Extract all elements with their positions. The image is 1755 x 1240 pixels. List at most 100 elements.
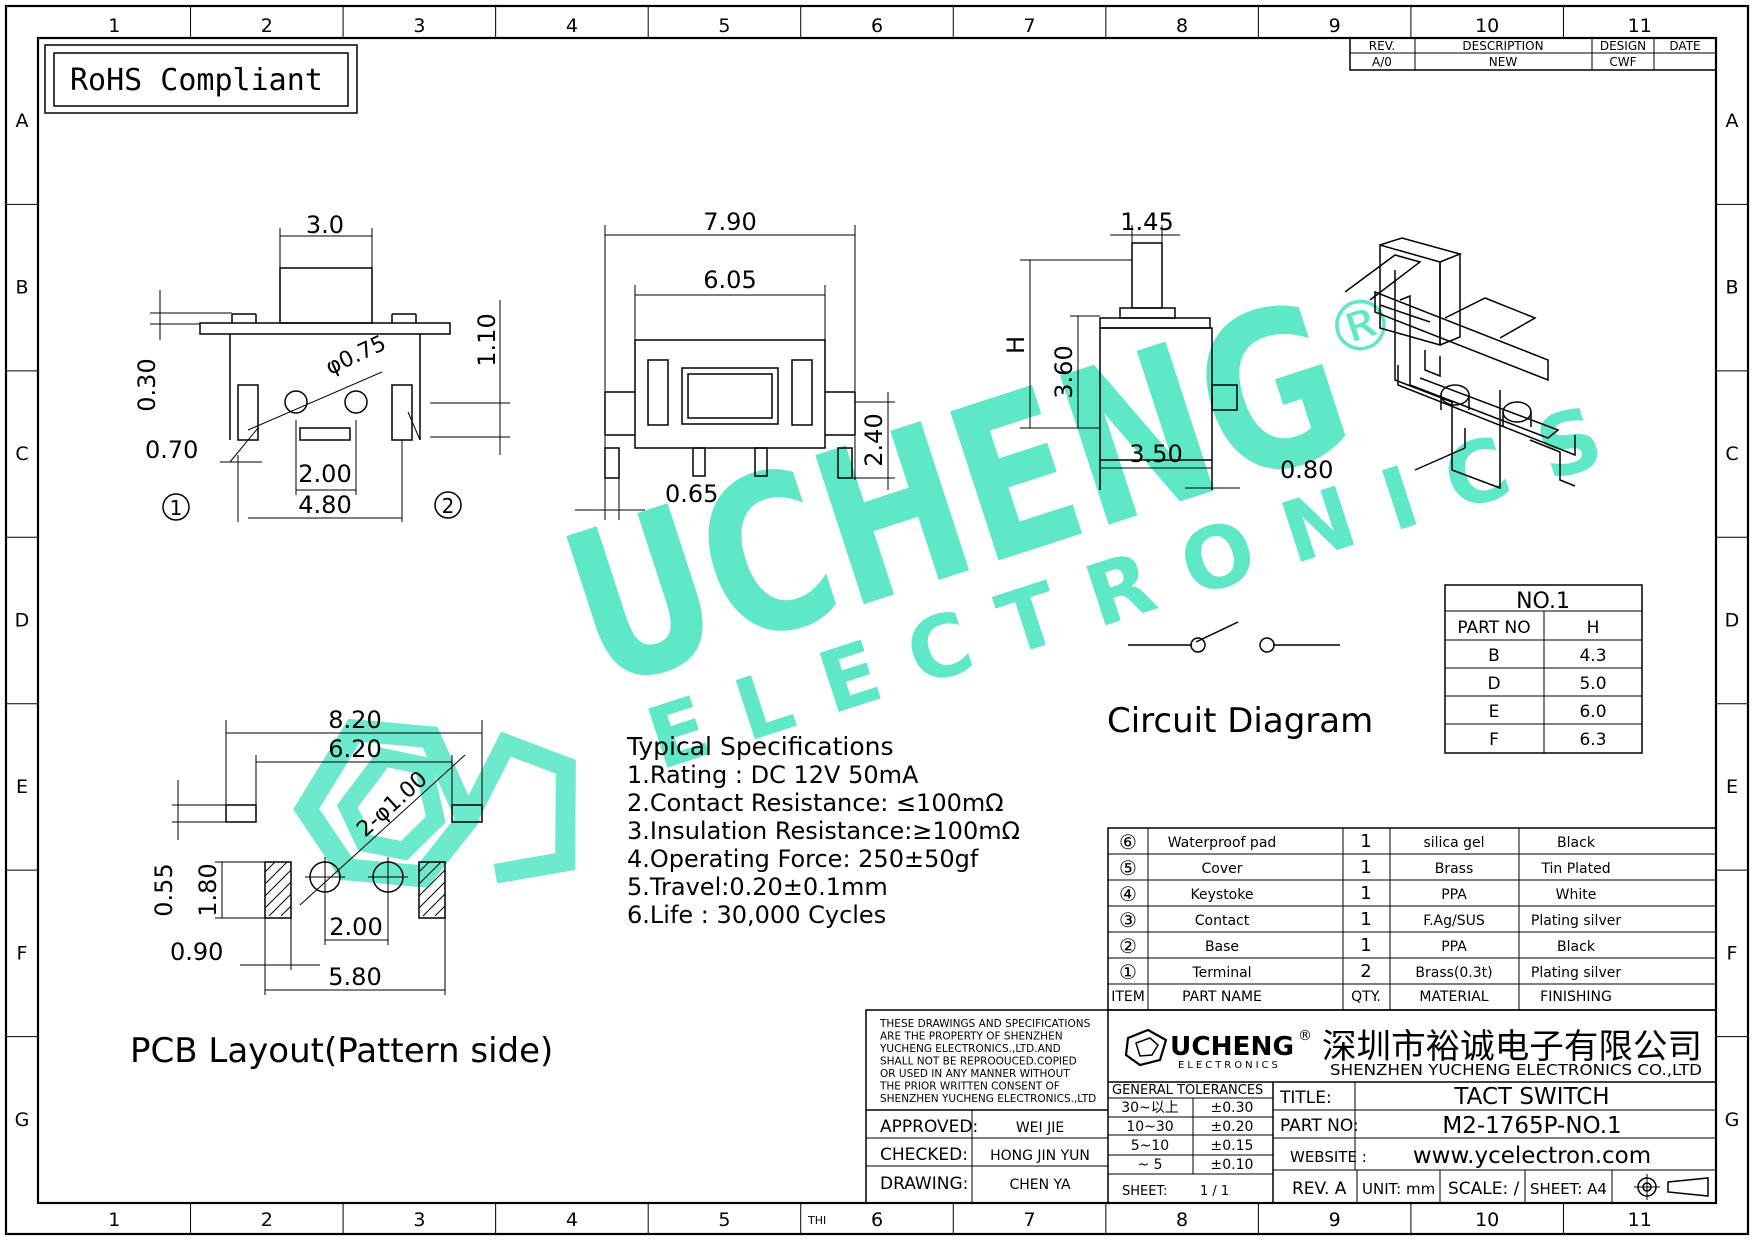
specifications: Typical Specifications 1.Rating : DC 12V… [626, 732, 1020, 929]
column-label-bottom: 7 [1023, 1209, 1035, 1231]
rohs-label: RoHS Compliant [70, 63, 323, 98]
bom-header-item: ITEM [1111, 989, 1145, 1005]
dim-h: H [1002, 336, 1030, 354]
spec-item: 5.Travel:0.20±0.1mm [627, 873, 888, 901]
variant-h-cell: 6.3 [1579, 730, 1606, 750]
sheet-size-value: SHEET: A4 [1530, 1180, 1607, 1198]
website-value[interactable]: www.ycelectron.com [1413, 1143, 1651, 1169]
bom-finish-cell: Tin Plated [1540, 861, 1610, 877]
column-label-bottom: 3 [413, 1209, 425, 1231]
dim-1-10: 1.10 [473, 313, 501, 366]
bom-row-dividers [1108, 853, 1716, 985]
projection-symbol-icon [1634, 1174, 1709, 1200]
bom-item-cell: ④ [1119, 882, 1137, 906]
bom-item-cell: ② [1119, 934, 1137, 958]
column-label-bottom: 9 [1329, 1209, 1341, 1231]
front-view: 7.90 6.05 2.40 0.65 [575, 208, 895, 520]
variant-title: NO.1 [1516, 589, 1570, 614]
notice-line: THESE DRAWINGS AND SPECIFICATIONS [879, 1018, 1091, 1030]
row-label-left: G [15, 1109, 30, 1131]
circuit-diagram: Circuit Diagram [1107, 621, 1373, 741]
logo-sub: ELECTRONICS [1178, 1060, 1281, 1071]
bom-header-name: PART NAME [1182, 989, 1262, 1005]
row-label-right: C [1725, 443, 1738, 465]
spec-item: 2.Contact Resistance: ≤100mΩ [627, 789, 1004, 817]
bom-header-qty: QTY. [1351, 989, 1381, 1005]
dim-6-05: 6.05 [703, 266, 756, 294]
variant-h-cell: 4.3 [1579, 646, 1606, 666]
notice-line: OR USED IN ANY MANNER WITHOUT [880, 1068, 1070, 1080]
rev-header-date: DATE [1669, 39, 1700, 53]
dim-0-80: 0.80 [1280, 456, 1333, 484]
column-label-top: 4 [566, 15, 578, 37]
tolerance-value-cell: ±0.20 [1211, 1119, 1254, 1135]
dim-4-80: 4.80 [298, 491, 351, 519]
side-view: 3.0 0.30 1.10 0.70 2.00 4.80 φ0.75 1 2 [133, 211, 510, 522]
partno-value: M2-1765P-NO.1 [1442, 1113, 1621, 1139]
tolerance-range-cell: 5~10 [1131, 1138, 1169, 1154]
dim-2-40: 2.40 [860, 413, 888, 466]
pcb-dim-1-80: 1.80 [194, 863, 222, 916]
partno-label: PART NO: [1280, 1116, 1359, 1136]
bom-material-cell: PPA [1441, 939, 1467, 955]
column-label-top: 5 [718, 15, 730, 37]
bom-qty-cell: 1 [1360, 857, 1371, 878]
column-label-bottom: 11 [1628, 1209, 1652, 1231]
thi-label: THI [807, 1214, 826, 1227]
rev-value-description: NEW [1489, 55, 1518, 69]
dim-3-60: 3.60 [1050, 345, 1078, 398]
end-view: 1.45 H 3.60 3.50 0.80 [1002, 208, 1333, 490]
sheet-value: 1 / 1 [1200, 1184, 1229, 1199]
tolerance-value-cell: ±0.15 [1211, 1138, 1254, 1154]
variant-h-cell: 5.0 [1579, 674, 1606, 694]
column-label-bottom: 5 [718, 1209, 730, 1231]
pcb-dim-2-00: 2.00 [329, 913, 382, 941]
variant-header-partno: PART NO [1457, 618, 1530, 638]
bom-material-cell: Brass(0.3t) [1415, 965, 1492, 981]
notice-line: ARE THE PROPERTY OF SHENZHEN [880, 1031, 1063, 1043]
pcb-dim-0-90: 0.90 [170, 938, 223, 966]
bom-item-cell: ① [1119, 960, 1137, 984]
variant-partno-cell: D [1487, 674, 1500, 694]
row-label-right: E [1726, 776, 1738, 798]
pcb-label: PCB Layout(Pattern side) [130, 1031, 553, 1071]
bom-finish-cell: Plating silver [1531, 965, 1621, 981]
bom-material-cell: silica gel [1423, 835, 1484, 851]
title-value: TACT SWITCH [1453, 1084, 1609, 1110]
column-dividers [6, 6, 1748, 1234]
rev-value-design: CWF [1609, 55, 1636, 69]
scale-value: SCALE: / [1448, 1179, 1520, 1199]
rev-header-description: DESCRIPTION [1462, 39, 1543, 53]
bom-name-cell: Base [1205, 939, 1239, 955]
dim-3-0: 3.0 [306, 211, 344, 239]
isometric-view [1344, 237, 1576, 490]
tolerance-value-cell: ±0.10 [1211, 1157, 1254, 1173]
callout-1: 1 [170, 496, 183, 520]
sheet-label: SHEET: [1122, 1184, 1167, 1199]
approved-label: APPROVED: [880, 1117, 978, 1137]
pcb-pad-hatching [264, 861, 446, 917]
column-label-bottom: 10 [1475, 1209, 1499, 1231]
rev-value: REV. A [1292, 1179, 1347, 1199]
column-label-bottom: 8 [1176, 1209, 1188, 1231]
bom-qty-cell: 1 [1360, 883, 1371, 904]
logo-registered-mark: ® [1298, 1028, 1312, 1044]
row-label-left: C [15, 443, 28, 465]
bom-finish-cell: Plating silver [1531, 913, 1621, 929]
dim-2-00-side: 2.00 [298, 460, 351, 488]
company-name-en: SHENZHEN YUCHENG ELECTRONICS CO.,LTD [1330, 1061, 1702, 1079]
bom-qty-cell: 2 [1360, 961, 1371, 982]
revision-table: REV. DESCRIPTION DESIGN DATE A/0 NEW CWF [1349, 37, 1717, 71]
row-label-left: F [17, 942, 28, 964]
notice-line: THE PRIOR WRITTEN CONSENT OF [879, 1081, 1060, 1093]
row-label-left: A [16, 110, 29, 132]
bom-name-cell: Keystoke [1191, 887, 1254, 903]
column-label-bottom: 1 [108, 1209, 120, 1231]
